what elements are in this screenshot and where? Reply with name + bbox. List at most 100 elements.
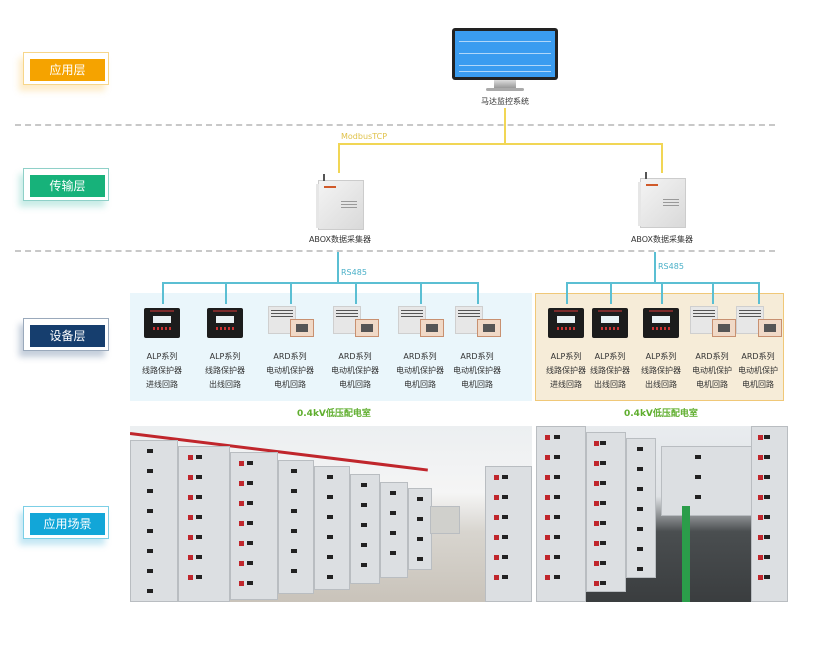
- device-label: ARD系列电动机保护器电机回路: [322, 350, 388, 392]
- device-circuit: 出线回路: [209, 380, 241, 389]
- device-circuit: 电机回路: [696, 380, 728, 389]
- layer-label-device: 设备层: [30, 325, 105, 347]
- device-series: ARD系列: [695, 352, 729, 361]
- device-series: ARD系列: [460, 352, 494, 361]
- rs485-drop-line: [355, 282, 357, 304]
- switchgear-cabinet: [626, 438, 656, 578]
- device-series: ARD系列: [338, 352, 372, 361]
- monitor-stand: [494, 80, 516, 88]
- ard-motor-protector-icon: [736, 306, 784, 340]
- alp-line-protector-icon: [643, 308, 679, 338]
- monitor-icon: [452, 28, 558, 80]
- device-name: 电动机保护器: [266, 366, 314, 375]
- device-name: 电动机保护: [692, 366, 732, 375]
- alp-line-protector-icon: [207, 308, 243, 338]
- device-series: ARD系列: [741, 352, 775, 361]
- layer-badge-application: 应用层: [23, 52, 109, 85]
- collector-label-right: ABOX数据采集器: [630, 235, 694, 244]
- device-circuit: 电机回路: [274, 380, 306, 389]
- device-label: ARD系列电动机保护器电机回路: [257, 350, 323, 392]
- layer-label-scenario: 应用场景: [30, 513, 105, 535]
- device-series: ALP系列: [645, 352, 677, 361]
- abox-collector-icon: [638, 172, 686, 228]
- device-series: ALP系列: [146, 352, 178, 361]
- switchgear-cabinet: [230, 452, 278, 600]
- rs485-drop-line: [162, 282, 164, 304]
- device-circuit: 电机回路: [742, 380, 774, 389]
- switchgear-cabinet: [178, 446, 230, 602]
- layer-divider: [15, 250, 775, 252]
- device-circuit: 电机回路: [339, 380, 371, 389]
- switchgear-cabinet: [536, 426, 586, 602]
- device-name: 线路保护器: [205, 366, 245, 375]
- device-label: ALP系列线路保护器出线回路: [192, 350, 258, 392]
- device-circuit: 进线回路: [146, 380, 178, 389]
- device-name: 线路保护器: [641, 366, 681, 375]
- device-name: 电动机保护器: [331, 366, 379, 375]
- device-label: ALP系列线路保护器出线回路: [628, 350, 694, 392]
- monitor-system-label: 马达监控系统: [481, 97, 529, 106]
- layer-badge-scenario: 应用场景: [23, 506, 109, 539]
- device-label: ALP系列线路保护器出线回路: [577, 350, 643, 392]
- room-title-left: 0.4kV低压配电室: [297, 409, 371, 419]
- device-name: 线路保护器: [142, 366, 182, 375]
- abox-collector-icon: [316, 174, 364, 230]
- rs485-drop-line: [610, 282, 612, 304]
- modbus-bus-line: [338, 143, 663, 145]
- rs485-drop-line: [661, 282, 663, 304]
- switchgear-cabinet: [314, 466, 350, 590]
- device-name: 线路保护器: [546, 366, 586, 375]
- floor-green-path: [682, 506, 690, 602]
- rs485-protocol-label-left: RS485: [341, 268, 367, 277]
- device-series: ALP系列: [594, 352, 626, 361]
- switchgear-cabinet: [350, 474, 380, 584]
- ard-motor-protector-icon: [690, 306, 738, 340]
- switchgear-cabinet: [586, 432, 626, 592]
- rs485-trunk-line-left: [337, 252, 339, 282]
- rs485-drop-line: [477, 282, 479, 304]
- device-label: ALP系列线路保护器进线回路: [129, 350, 195, 392]
- switchgear-cabinet: [751, 426, 788, 602]
- modbus-drop-line-right: [661, 143, 663, 173]
- device-series: ARD系列: [273, 352, 307, 361]
- device-name: 线路保护器: [590, 366, 630, 375]
- transformer-unit: [430, 506, 460, 534]
- layer-divider: [15, 124, 775, 126]
- rs485-bus-line-left: [162, 282, 478, 284]
- device-name: 电动机保护: [738, 366, 778, 375]
- device-label: ARD系列电动机保护器电机回路: [444, 350, 510, 392]
- rs485-drop-line: [225, 282, 227, 304]
- modbus-protocol-label: ModbusTCP: [341, 132, 388, 141]
- alp-line-protector-icon: [548, 308, 584, 338]
- device-circuit: 电机回路: [404, 380, 436, 389]
- switchgear-room-photo: [130, 426, 532, 602]
- device-label: ALP系列线路保护器进线回路: [533, 350, 599, 392]
- monitor-foot: [486, 88, 524, 91]
- switchgear-cabinet: [278, 460, 314, 594]
- device-circuit: 出线回路: [594, 380, 626, 389]
- rs485-drop-line: [420, 282, 422, 304]
- device-circuit: 出线回路: [645, 380, 677, 389]
- modbus-trunk-line: [504, 108, 506, 144]
- layer-badge-device: 设备层: [23, 318, 109, 351]
- device-circuit: 进线回路: [550, 380, 582, 389]
- rs485-drop-line: [290, 282, 292, 304]
- device-label: ARD系列电动机保护电机回路: [725, 350, 791, 392]
- device-series: ARD系列: [403, 352, 437, 361]
- device-series: ALP系列: [550, 352, 582, 361]
- switchgear-aisle-photo: [536, 426, 788, 602]
- layer-badge-transmission: 传输层: [23, 168, 109, 201]
- device-series: ALP系列: [209, 352, 241, 361]
- layer-label-application: 应用层: [30, 59, 105, 81]
- room-title-right: 0.4kV低压配电室: [624, 409, 698, 419]
- rs485-drop-line: [712, 282, 714, 304]
- layer-label-transmission: 传输层: [30, 175, 105, 197]
- rs485-drop-line: [758, 282, 760, 304]
- switchgear-cabinet: [661, 446, 761, 516]
- device-circuit: 电机回路: [461, 380, 493, 389]
- rs485-drop-line: [566, 282, 568, 304]
- device-name: 电动机保护器: [396, 366, 444, 375]
- modbus-drop-line-left: [338, 143, 340, 173]
- switchgear-cabinet: [408, 488, 432, 570]
- ard-motor-protector-icon: [268, 306, 316, 340]
